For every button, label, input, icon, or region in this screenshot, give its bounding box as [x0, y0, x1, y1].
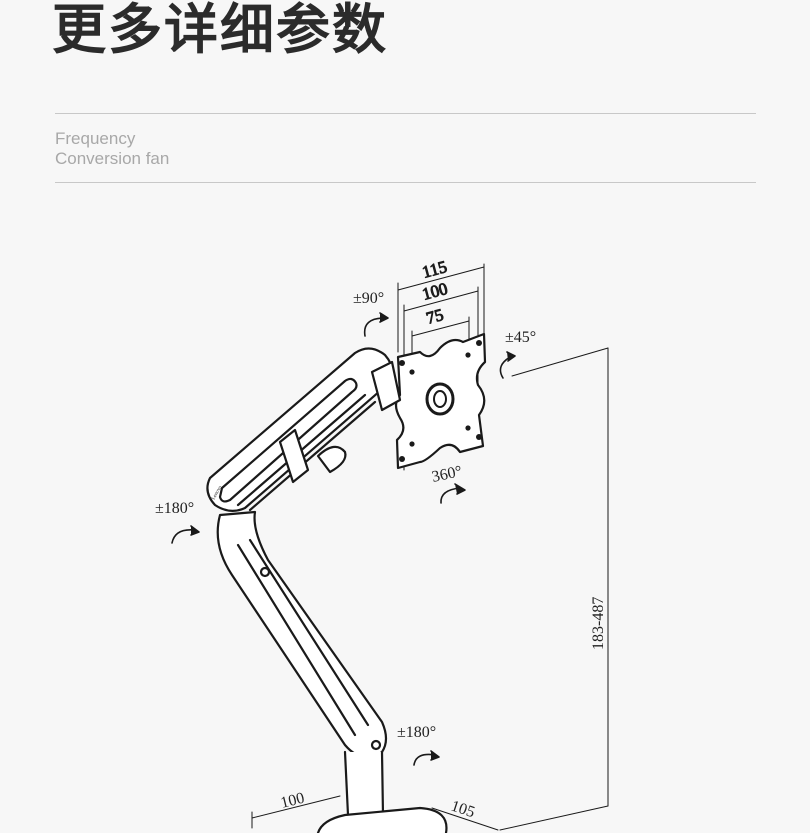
- base-rotate-label: ±180°: [397, 724, 436, 741]
- swivel-label: ±45°: [505, 329, 536, 346]
- rotate-label: 360°: [430, 463, 463, 486]
- height-dimension: [499, 347, 609, 831]
- subtitle-line-1: Frequency: [55, 129, 136, 148]
- vesa-holes: [399, 340, 482, 462]
- column-and-base: [316, 750, 448, 833]
- height-range-label: 183-487: [590, 597, 607, 650]
- page-title: 更多详细参数: [52, 0, 388, 61]
- vesa-115-label: 115: [420, 257, 449, 282]
- arm-rotate-label: ±180°: [155, 500, 194, 517]
- base-dimensions: [251, 795, 499, 831]
- lower-arm: [216, 510, 388, 759]
- vesa-center-ring: [425, 382, 455, 416]
- base-depth-label: 100: [279, 790, 306, 812]
- divider-top: [55, 113, 756, 114]
- vesa-plate: [394, 332, 487, 470]
- tilt-label: ±90°: [353, 290, 384, 307]
- rotation-arrows: [171, 312, 516, 766]
- divider-bottom: [55, 182, 756, 183]
- subtitle: Frequency Conversion fan: [55, 129, 169, 169]
- subtitle-line-2: Conversion fan: [55, 149, 170, 168]
- upper-arm: [206, 347, 402, 512]
- vesa-75-label: 75: [424, 305, 445, 328]
- base-width-label: 105: [449, 798, 477, 822]
